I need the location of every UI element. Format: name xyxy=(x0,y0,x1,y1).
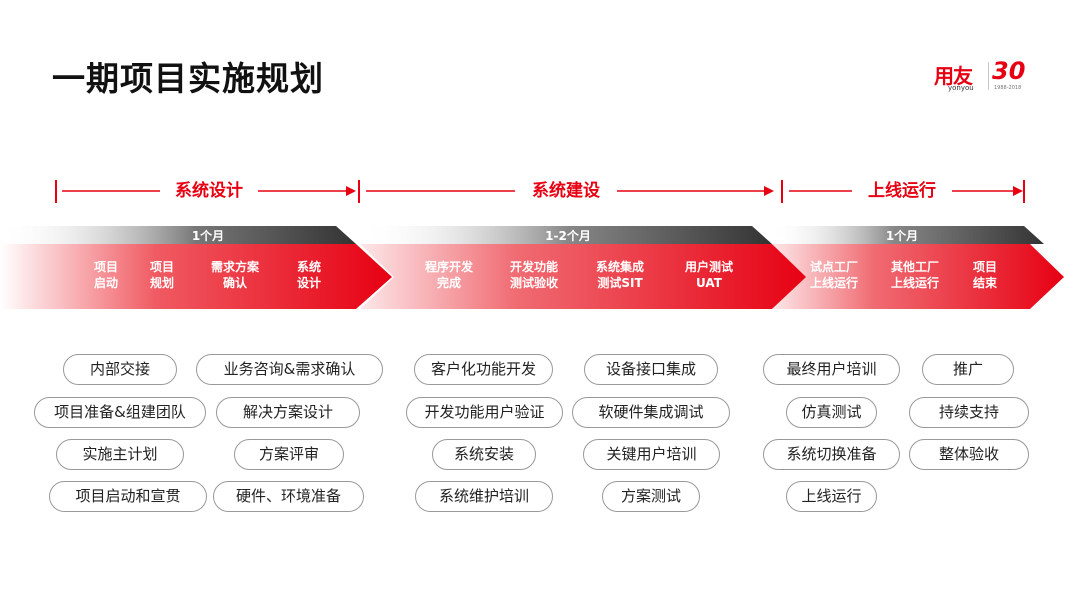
phase-label-design: 系统设计 xyxy=(175,181,243,201)
duration-band-build xyxy=(362,226,772,244)
step-other-plants-go-live: 其他工厂 上线运行 xyxy=(890,260,939,290)
task-pill: 系统维护培训 xyxy=(415,481,553,512)
task-pill: 软硬件集成调试 xyxy=(572,397,730,428)
logo-years: 1988-2018 xyxy=(994,85,1022,91)
duration-bands xyxy=(0,226,1044,244)
step-development-complete: 程序开发 完成 xyxy=(424,260,473,290)
duration-design: 1个月 xyxy=(191,229,225,243)
logo-divider xyxy=(988,62,989,90)
phase-brackets xyxy=(55,180,1025,203)
task-pill: 关键用户培训 xyxy=(583,439,720,470)
step-arrow-design xyxy=(0,244,392,309)
step-system-design: 系统 设计 xyxy=(296,260,321,290)
task-pill: 设备接口集成 xyxy=(584,354,718,385)
phase-label-build: 系统建设 xyxy=(532,181,600,201)
task-pill: 方案测试 xyxy=(602,481,700,512)
step-arrow-build xyxy=(360,244,808,309)
step-pilot-go-live: 试点工厂 上线运行 xyxy=(809,260,858,290)
task-pill: 解决方案设计 xyxy=(216,397,360,428)
duration-run: 1个月 xyxy=(885,229,919,243)
task-pill: 系统切换准备 xyxy=(763,439,900,470)
task-pill: 开发功能用户验证 xyxy=(406,397,563,428)
task-pill: 硬件、环境准备 xyxy=(213,481,364,512)
task-pill: 仿真测试 xyxy=(786,397,877,428)
task-pill: 内部交接 xyxy=(63,354,177,385)
task-pill: 最终用户培训 xyxy=(763,354,900,385)
task-pill: 推广 xyxy=(922,354,1014,385)
page-title: 一期项目实施规划 xyxy=(52,59,324,98)
logo-brand: 用友 xyxy=(934,64,973,88)
task-pill: 客户化功能开发 xyxy=(414,354,553,385)
phase-bracket-run xyxy=(781,180,1025,203)
step-project-close: 项目 结束 xyxy=(972,260,997,290)
step-requirements-confirmation: 需求方案 确认 xyxy=(210,260,259,290)
step-arrow-run xyxy=(772,244,1064,309)
step-uat: 用户测试 UAT xyxy=(684,260,733,290)
step-sit: 系统集成 测试SIT xyxy=(595,260,644,290)
duration-band-run xyxy=(770,226,1044,244)
phase-label-run: 上线运行 xyxy=(868,181,936,201)
logo-anniversary: 30 xyxy=(992,57,1026,85)
duration-build: 1-2个月 xyxy=(545,229,591,243)
phase-bracket-build xyxy=(358,180,774,203)
task-pill: 上线运行 xyxy=(786,481,877,512)
task-pill: 系统安装 xyxy=(432,439,536,470)
task-pill: 整体验收 xyxy=(909,439,1029,470)
task-pill: 实施主计划 xyxy=(56,439,184,470)
step-project-planning: 项目 规划 xyxy=(149,260,174,290)
task-pill: 持续支持 xyxy=(909,397,1029,428)
task-pill: 方案评审 xyxy=(234,439,344,470)
task-pill: 业务咨询&需求确认 xyxy=(196,354,383,385)
task-pill: 项目准备&组建团队 xyxy=(34,397,206,428)
phase-bracket-design xyxy=(55,180,356,203)
task-pill: 项目启动和宣贯 xyxy=(49,481,207,512)
duration-band-design xyxy=(0,226,356,244)
logo-brand-sub: yonyou xyxy=(948,84,974,92)
step-arrows xyxy=(0,244,1064,309)
step-project-kickoff: 项目 启动 xyxy=(93,260,118,290)
yonyou-logo: 用友 yonyou 30 1988-2018 xyxy=(934,57,1030,94)
step-function-acceptance: 开发功能 测试验收 xyxy=(509,260,558,290)
